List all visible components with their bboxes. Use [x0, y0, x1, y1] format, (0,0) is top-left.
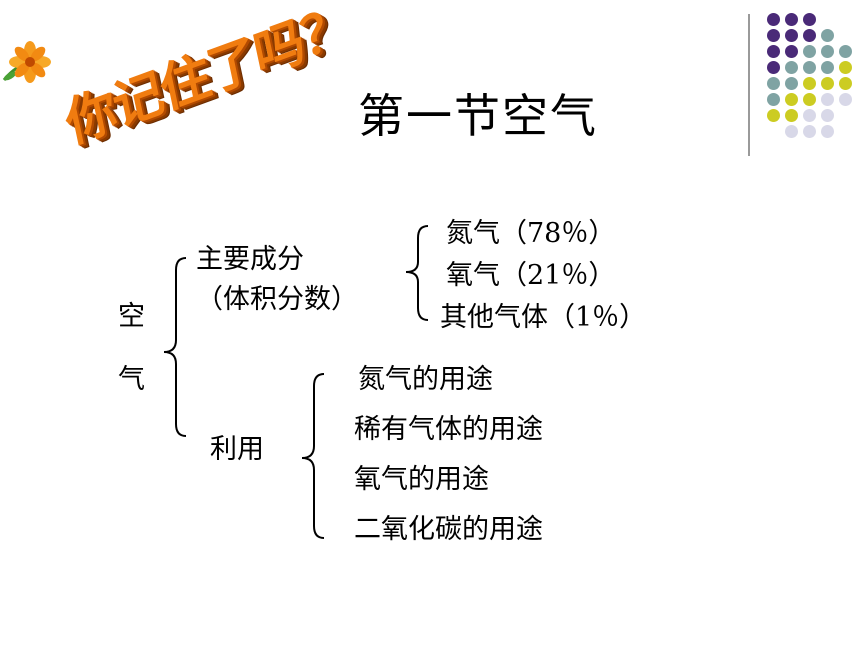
root-char-1: 空	[118, 301, 145, 332]
component-item: 氮气（78％）	[446, 218, 616, 249]
dot	[803, 29, 816, 42]
divider-line	[748, 14, 750, 156]
dot	[785, 125, 798, 138]
dot	[803, 109, 816, 122]
dot	[785, 109, 798, 122]
dot	[767, 77, 780, 90]
flower-icon	[2, 41, 51, 83]
dot	[803, 45, 816, 58]
dot	[767, 93, 780, 106]
dot	[767, 61, 780, 74]
dot	[785, 93, 798, 106]
dot	[839, 93, 852, 106]
dot	[767, 29, 780, 42]
dot	[821, 45, 834, 58]
dot	[803, 77, 816, 90]
component-item: 其他气体（1％）	[440, 302, 647, 333]
brace-uses	[301, 373, 325, 539]
dot-grid-decoration	[0, 0, 860, 150]
component-item: 氧气（21％）	[446, 260, 616, 291]
dot	[767, 109, 780, 122]
dot	[785, 61, 798, 74]
dot	[821, 29, 834, 42]
root-char-2: 气	[118, 364, 145, 395]
dot	[785, 29, 798, 42]
branch-uses: 利用	[210, 434, 264, 465]
dot	[839, 45, 852, 58]
dot	[803, 125, 816, 138]
dot	[767, 13, 780, 26]
dot	[803, 13, 816, 26]
dot	[839, 61, 852, 74]
dot	[821, 77, 834, 90]
use-item: 稀有气体的用途	[354, 414, 543, 445]
dot	[785, 77, 798, 90]
branch-main-components-sub: （体积分数）	[196, 284, 358, 315]
branch-main-components: 主要成分	[196, 244, 304, 275]
dot	[821, 109, 834, 122]
page-title: 第一节空气	[358, 89, 598, 143]
dot	[785, 13, 798, 26]
use-item: 氮气的用途	[358, 364, 493, 395]
dot	[839, 77, 852, 90]
use-item: 氧气的用途	[354, 464, 489, 495]
use-item: 二氧化碳的用途	[354, 514, 543, 545]
dot	[821, 93, 834, 106]
brace-root	[163, 257, 187, 437]
dot	[821, 61, 834, 74]
dot	[821, 125, 834, 138]
dot	[785, 45, 798, 58]
brace-components	[405, 225, 429, 321]
dot	[803, 61, 816, 74]
dot	[767, 45, 780, 58]
dot	[803, 93, 816, 106]
